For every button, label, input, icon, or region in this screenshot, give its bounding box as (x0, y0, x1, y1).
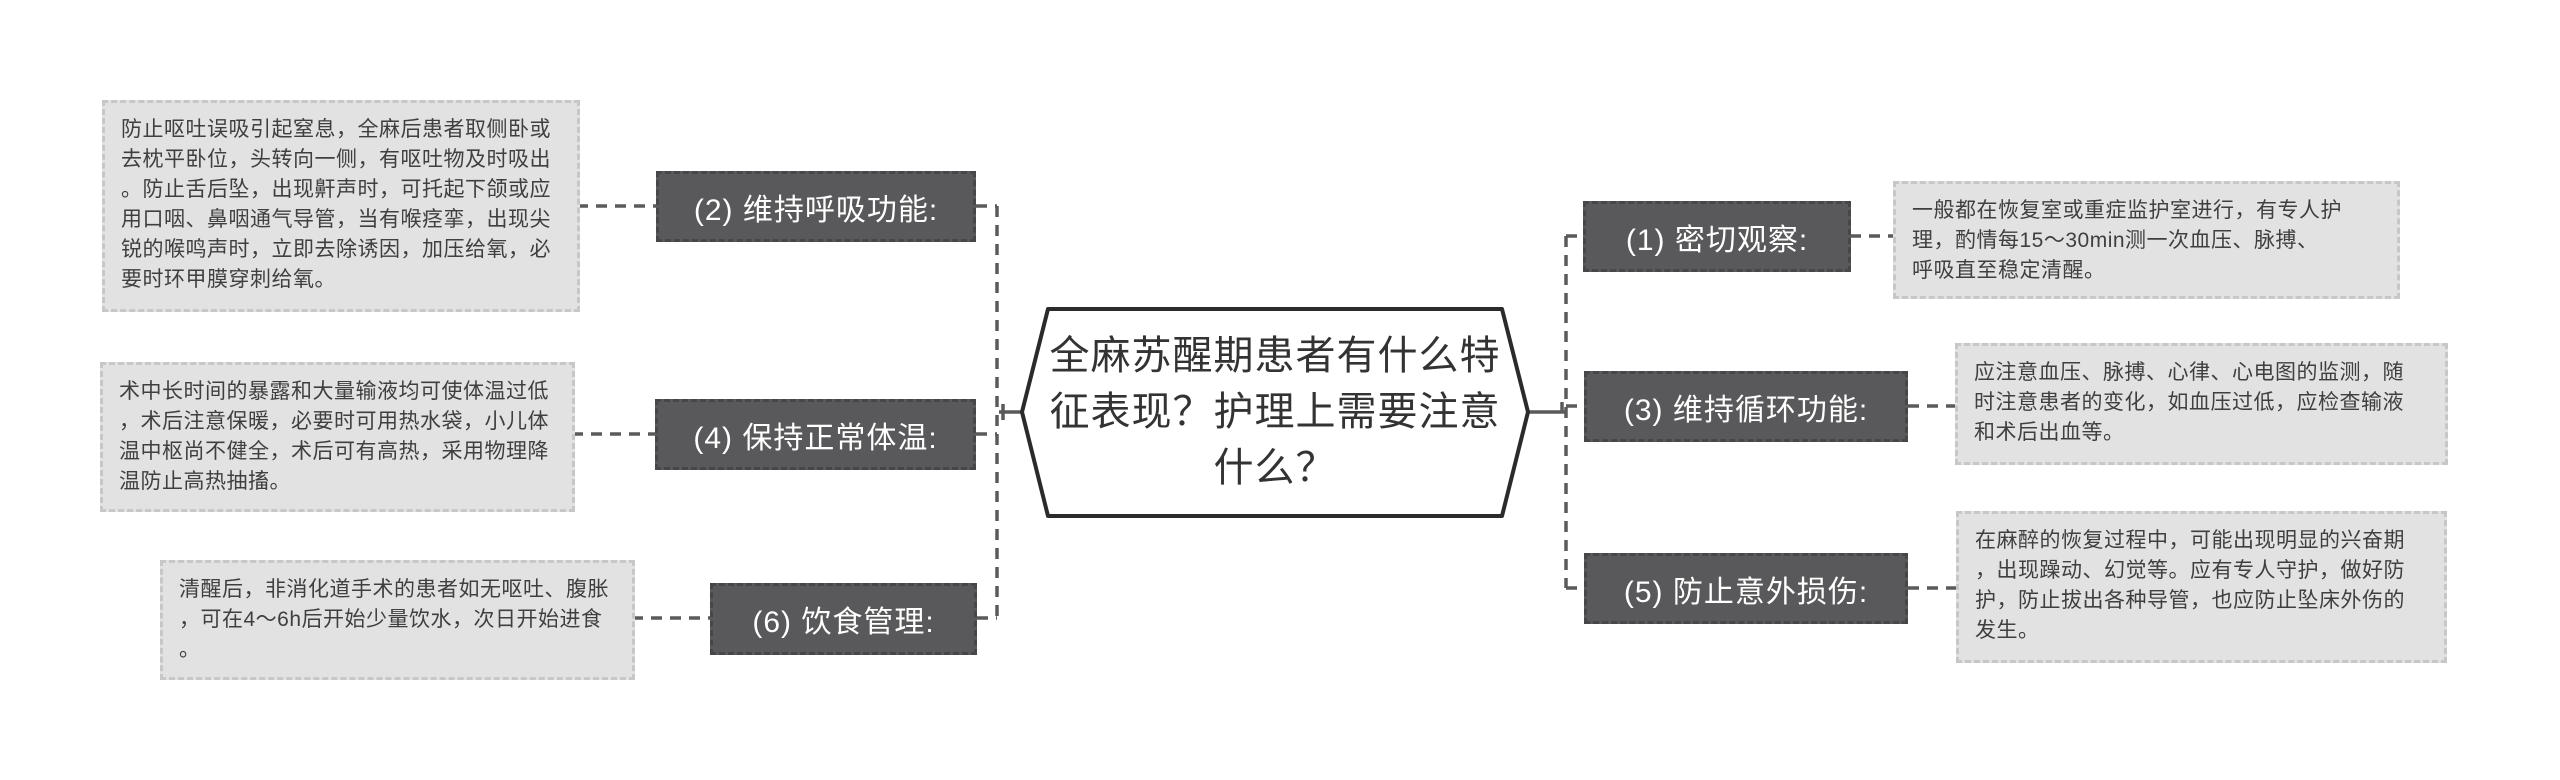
branch-node-accident-prevention: (5) 防止意外损伤: (1584, 553, 1908, 624)
detail-close-observation: 一般都在恢复室或重症监护室进行，有专人护 理，酌情每15～30min测一次血压、… (1893, 181, 2400, 299)
branch-node-circulatory-function: (3) 维持循环功能: (1584, 371, 1908, 442)
detail-respiratory-function: 防止呕吐误吸引起窒息，全麻后患者取侧卧或 去枕平卧位，头转向一侧，有呕吐物及时吸… (102, 100, 580, 312)
detail-accident-prevention: 在麻醉的恢复过程中，可能出现明显的兴奋期 ，出现躁动、幻觉等。应有专人守护，做好… (1956, 511, 2447, 663)
central-topic: 全麻苏醒期患者有什么特 征表现？护理上需要注意 什么？ (1049, 334, 1501, 490)
branch-node-close-observation: (1) 密切观察: (1583, 201, 1851, 272)
detail-normal-temperature: 术中长时间的暴露和大量输液均可使体温过低 ，术后注意保暖，必要时可用热水袋，小儿… (100, 362, 575, 512)
branch-node-diet-management: (6) 饮食管理: (710, 583, 977, 655)
detail-circulatory-function: 应注意血压、脉搏、心律、心电图的监测，随 时注意患者的变化，如血压过低，应检查输… (1955, 343, 2448, 465)
branch-node-respiratory-function: (2) 维持呼吸功能: (656, 171, 976, 242)
central-topic-shape (1020, 307, 1530, 518)
branch-node-normal-temperature: (4) 保持正常体温: (655, 399, 976, 470)
detail-diet-management: 清醒后，非消化道手术的患者如无呕吐、腹胀 ，可在4～6h后开始少量饮水，次日开始… (160, 560, 635, 680)
